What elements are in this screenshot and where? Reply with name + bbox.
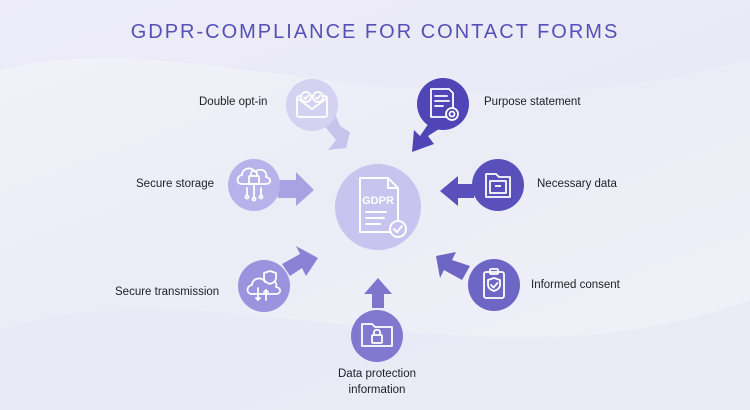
- label-double-opt-in: Double opt-in: [199, 96, 268, 108]
- node-informed-consent: [468, 259, 520, 311]
- document-target-icon: [430, 88, 459, 121]
- label-necessary-data: Necessary data: [537, 178, 617, 190]
- cloud-shield-icon: [246, 270, 282, 301]
- node-data-protection-information: [351, 310, 403, 362]
- cloud-lock-icon: [236, 167, 272, 202]
- folder-lock-icon: [361, 323, 393, 347]
- arrow-data-protection-information: [364, 278, 392, 308]
- gdpr-document-check-icon: [359, 177, 407, 238]
- clipboard-shield-icon: [483, 268, 505, 299]
- node-secure-storage: [228, 159, 280, 211]
- folder-box-icon: [485, 173, 511, 198]
- center-gdpr-node: GDPR: [335, 164, 421, 250]
- arrow-secure-transmission: [282, 246, 318, 276]
- page-title: GDPR-COMPLIANCE FOR CONTACT FORMS: [130, 21, 620, 43]
- node-secure-transmission: [238, 260, 290, 312]
- envelope-check-icon: [296, 91, 328, 118]
- label-purpose-statement: Purpose statement: [484, 96, 581, 108]
- arrow-informed-consent: [436, 252, 470, 280]
- arrow-secure-storage: [278, 172, 314, 206]
- label-data-protection-information: Data protection information: [338, 368, 416, 396]
- node-double-opt-in: [286, 79, 338, 131]
- arrow-necessary-data: [440, 176, 474, 206]
- node-purpose-statement: [417, 78, 469, 130]
- gdpr-badge-text: GDPR: [362, 195, 394, 207]
- label-secure-transmission: Secure transmission: [115, 286, 220, 298]
- label-informed-consent: Informed consent: [531, 279, 620, 291]
- node-necessary-data: [472, 159, 524, 211]
- label-secure-storage: Secure storage: [136, 178, 214, 190]
